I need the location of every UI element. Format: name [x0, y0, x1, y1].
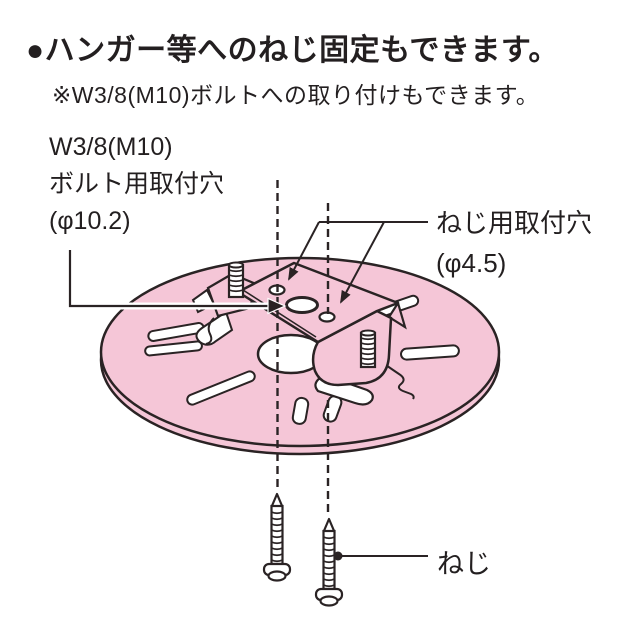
- label-bolt-hole-line1: W3/8(M10): [49, 133, 173, 161]
- screw-right: [314, 517, 344, 607]
- label-bolt-hole: W3/8(M10) ボルト用取付穴 (φ10.2): [49, 129, 224, 240]
- label-screw-hole: ねじ用取付穴 (φ4.5): [436, 203, 592, 283]
- label-screw-hole-line1: ねじ用取付穴: [436, 208, 593, 238]
- leader-screw-holes: [288, 221, 428, 304]
- label-bolt-hole-line2: ボルト用取付穴: [49, 170, 225, 198]
- bolt-hole-oval: [285, 296, 319, 314]
- threaded-stud-left: [227, 261, 245, 299]
- leader-bolt-hole: [66, 250, 287, 315]
- label-screw: ねじ: [437, 549, 491, 579]
- note-text: ※W3/8(M10)ボルトへの取り付けもできます。: [52, 82, 540, 108]
- threaded-stud-right: [359, 329, 377, 369]
- screw-left: [262, 492, 292, 582]
- label-screw-hole-line2: (φ4.5): [436, 248, 507, 278]
- leader-screw: [333, 551, 428, 561]
- page-title: ●ハンガー等へのねじ固定もできます。: [26, 34, 559, 67]
- label-bolt-hole-line3: (φ10.2): [49, 207, 131, 235]
